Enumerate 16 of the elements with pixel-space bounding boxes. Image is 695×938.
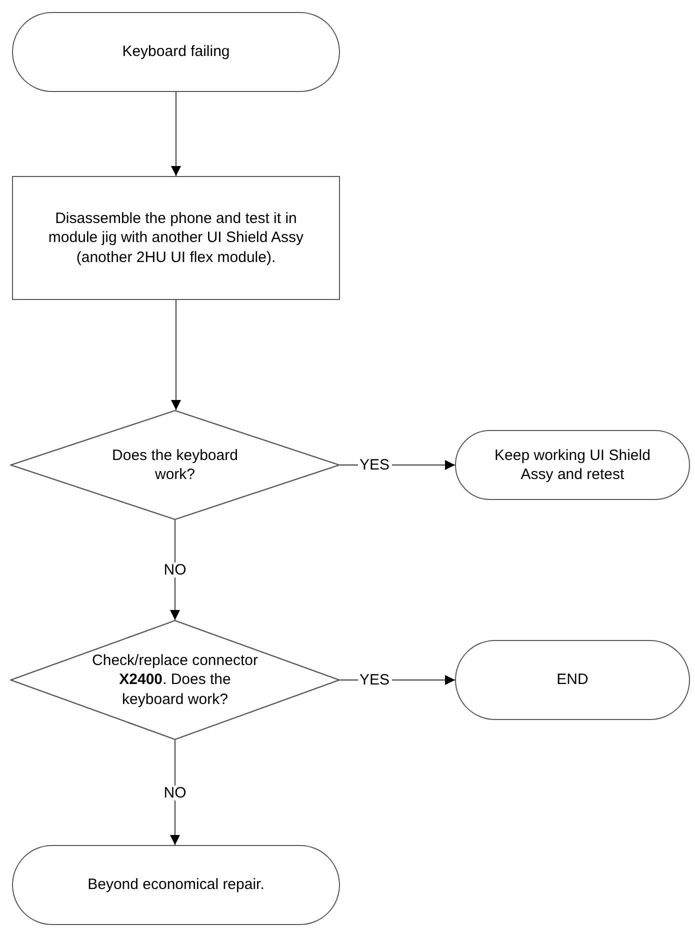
node-text: Beyond economical repair. bbox=[88, 875, 264, 895]
decision-diamond bbox=[10, 620, 340, 740]
edge-label: YES bbox=[358, 672, 392, 688]
edge-label: YES bbox=[358, 458, 392, 472]
decision-diamond bbox=[10, 410, 340, 520]
edge-label: NO bbox=[162, 785, 188, 800]
node-text: Disassemble the phone and test it in module jig with another UI Shield Assy (another 2HU UI flex module). bbox=[47, 208, 305, 268]
arrow bbox=[171, 300, 181, 410]
node-text: END bbox=[556, 670, 588, 690]
process-box bbox=[12, 176, 340, 300]
node-text: Check/replace connector X2400. Does the keyboard work? bbox=[91, 650, 259, 710]
node-text: Does the keyboard work? bbox=[111, 446, 239, 484]
arrow bbox=[171, 92, 181, 176]
node-text: Keep working UI Shield Assy and retest bbox=[494, 446, 652, 484]
edge-label: NO bbox=[162, 562, 188, 578]
node-text: Keyboard failing bbox=[122, 42, 230, 62]
